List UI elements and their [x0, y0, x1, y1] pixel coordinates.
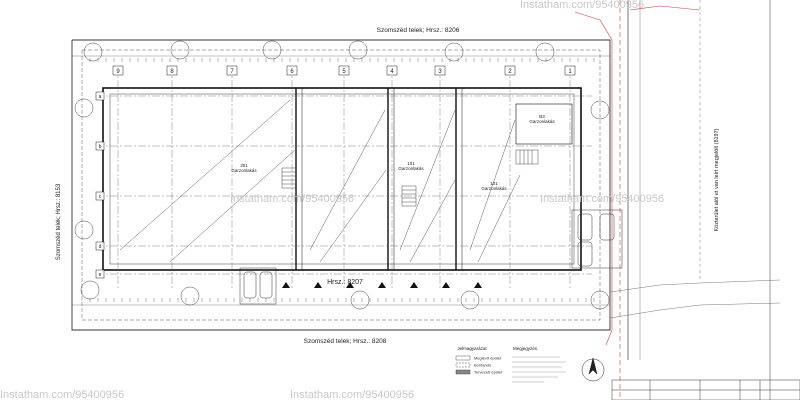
column-axis-4: 4	[386, 65, 398, 76]
watermark: Instatham.com/95400956	[290, 389, 414, 400]
plot-number-label: Hrsz.: 8207	[327, 279, 363, 286]
tree-icon	[350, 290, 370, 310]
column-axis-2: 2	[504, 65, 516, 76]
unit-label-1: 301 Garzonlakás	[231, 163, 257, 173]
tree-icon	[590, 100, 610, 120]
unit-name: Garzonlakás	[481, 186, 507, 191]
watermark: Instatham.com/95400956	[520, 0, 644, 11]
legend-item: Tervezett épület	[474, 370, 503, 375]
column-axis-text: 9	[116, 69, 120, 75]
section-markers	[282, 282, 482, 288]
column-axis-3: 3	[434, 65, 446, 76]
tree-icon	[444, 42, 464, 62]
structural-axes	[96, 66, 592, 290]
legend-swatch-planned	[455, 369, 471, 375]
tree-icon	[535, 42, 555, 62]
unit-name: Garzonlakás	[231, 168, 257, 173]
column-axis-text: 3	[438, 69, 442, 75]
column-axis-text: 4	[390, 69, 394, 75]
column-axis-7: 7	[226, 65, 238, 76]
notes-title: Megjegyzés	[513, 346, 538, 351]
unit-number: 101	[407, 161, 415, 166]
column-axis-text: 5	[342, 69, 346, 75]
legend-item: Bontandó	[474, 363, 492, 368]
trees	[74, 40, 610, 310]
unit-number: 101	[490, 181, 498, 186]
unit-name: Garzonlakás	[529, 119, 555, 124]
column-axis-8: 8	[166, 65, 178, 76]
tree-icon	[80, 280, 100, 300]
dimension-ticks	[89, 58, 595, 302]
tree-icon	[74, 220, 94, 240]
row-axis-e: e	[95, 269, 105, 279]
notes: Megjegyzés	[512, 346, 566, 383]
tree-icon	[180, 286, 200, 306]
tree-icon	[590, 290, 610, 310]
legend-swatch-demolish	[455, 362, 471, 368]
unit-number: 301	[240, 163, 248, 168]
tree-icon	[74, 98, 94, 118]
unit-number: B3	[539, 114, 545, 119]
column-axis-text: 1	[568, 69, 572, 75]
watermark: Instatham.com/95400956	[540, 193, 664, 205]
unit-name: Garzonlakás	[398, 166, 424, 171]
row-axis-text: e	[99, 272, 102, 278]
column-axis-1: 1	[564, 65, 576, 76]
watermark: Instatham.com/95400956	[230, 193, 354, 205]
legend-title: Jelmagyarázat	[457, 346, 487, 351]
road	[609, 0, 781, 400]
column-axis-text: 8	[170, 69, 174, 75]
tree-icon	[262, 40, 282, 60]
tree-icon	[83, 42, 103, 62]
row-axis-text: a	[99, 94, 102, 100]
unit-label-4: B3 Garzonlakás	[529, 114, 555, 124]
column-axis-text: 6	[290, 69, 294, 75]
watermark: Instatham.com/95400956	[0, 389, 124, 400]
row-axis-text: c	[99, 194, 102, 200]
column-axis-text: 7	[230, 69, 234, 75]
stairs	[281, 149, 539, 207]
unit-label-3: 101 Garzonlakás	[481, 181, 507, 191]
north-arrow-icon	[581, 357, 605, 382]
diagonal-lines	[119, 99, 521, 263]
title-block	[611, 379, 800, 400]
plot-boundary	[71, 39, 611, 331]
row-axis-a: a	[95, 91, 105, 101]
column-axis-9: 9	[112, 65, 124, 76]
legend-swatch-existing	[455, 355, 471, 361]
tree-icon	[460, 290, 480, 310]
row-axis-d: d	[95, 241, 105, 251]
row-axis-text: d	[99, 244, 102, 250]
column-axis-5: 5	[338, 65, 350, 76]
column-axis-text: 2	[508, 69, 512, 75]
legend-item: Meglévő épület	[474, 356, 502, 361]
row-axis-text: b	[99, 144, 102, 150]
row-axis-c: c	[95, 191, 105, 201]
south-neighbor-label: Szomszéd telek; Hrsz.: 8208	[304, 338, 387, 345]
tree-icon	[348, 40, 368, 60]
north-neighbor-label: Szomszéd telek; Hrsz.: 8206	[377, 27, 460, 34]
building-outline	[102, 87, 582, 271]
row-axis-b: b	[95, 141, 105, 151]
tree-icon	[170, 40, 190, 60]
unit-label-2: 101 Garzonlakás	[398, 161, 424, 171]
column-axis-6: 6	[286, 65, 298, 76]
west-neighbor-label: Szomszéd telek; Hrsz.: 8153	[56, 183, 62, 260]
road-label: Közterület alól et van leírt megjelölt (…	[714, 128, 720, 231]
row-axis-labels: a b c d e	[95, 91, 105, 279]
legend: Jelmagyarázat Meglévő épület Bontandó Te…	[455, 346, 503, 375]
column-axis-labels: 9 8 7 6 5 4 3 2 1	[112, 65, 576, 76]
